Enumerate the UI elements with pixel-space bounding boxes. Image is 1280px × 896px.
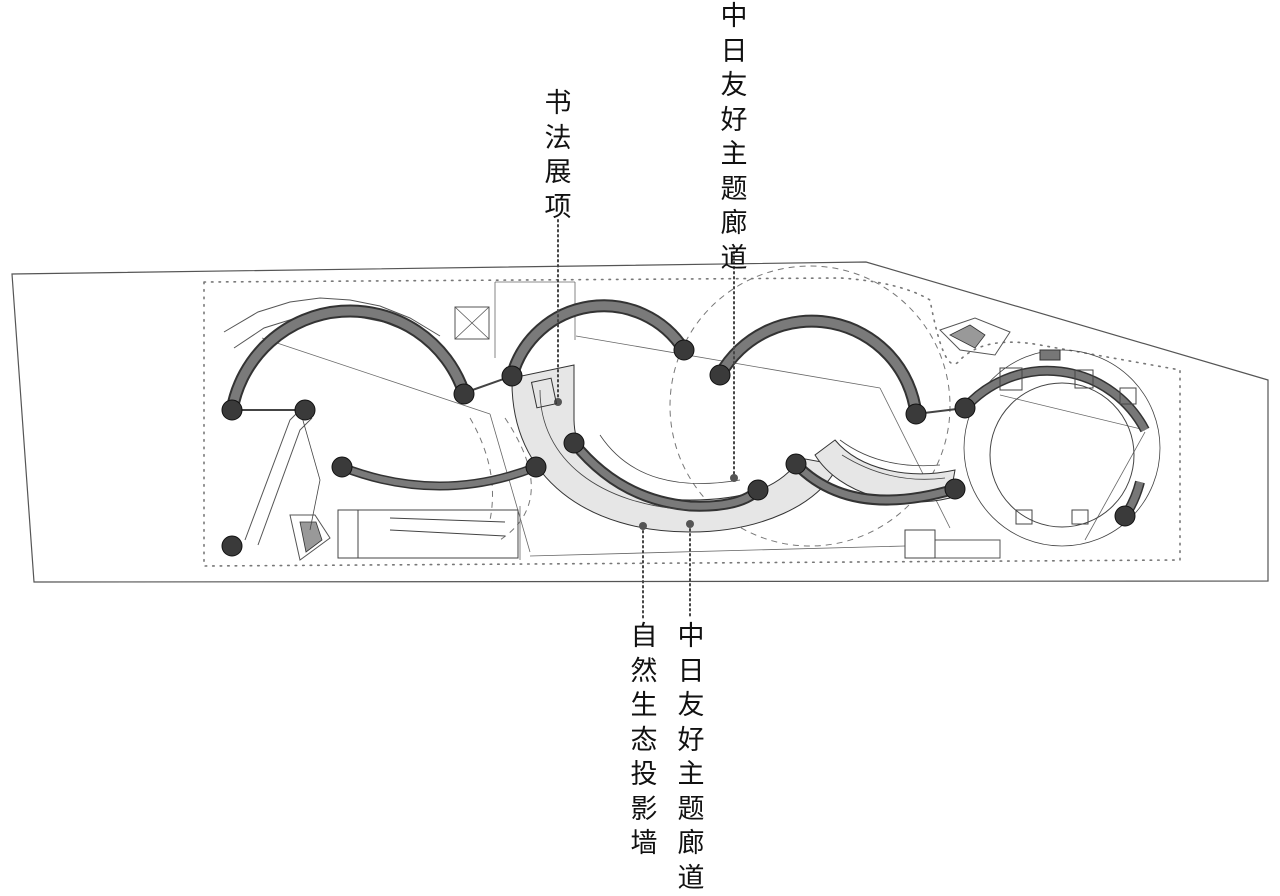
rotunda <box>961 349 1161 547</box>
site-boundary <box>11 261 1269 583</box>
column <box>501 365 523 387</box>
column <box>221 399 243 421</box>
column <box>954 397 976 419</box>
column <box>525 456 547 478</box>
calligraphy-desk <box>530 377 558 409</box>
service-rooms <box>337 509 936 559</box>
dashed-circles <box>469 265 951 547</box>
label-corridor-bottom: 中 日 友 好 主 题 廊 道 <box>677 621 705 894</box>
corridor-inner-lines <box>299 389 946 531</box>
label-calligraphy: 书 法 展 项 <box>544 88 572 223</box>
column <box>785 453 807 475</box>
column <box>905 403 927 425</box>
column <box>747 479 769 501</box>
leader-dots <box>554 398 738 530</box>
curved-walls <box>225 299 966 512</box>
leader-lines <box>557 219 735 619</box>
dotted-building-outline <box>203 277 1181 567</box>
column <box>709 364 731 386</box>
columns <box>221 339 1136 557</box>
structure-lines <box>261 281 1146 560</box>
column <box>331 456 353 478</box>
column <box>221 535 243 557</box>
column <box>453 383 475 405</box>
column <box>1114 505 1136 527</box>
floor-plan <box>11 219 1269 619</box>
column <box>944 478 966 500</box>
column <box>294 399 316 421</box>
column <box>563 432 585 454</box>
column <box>673 339 695 361</box>
label-nature-wall: 自 然 生 态 投 影 墙 <box>630 621 658 859</box>
label-corridor-top: 中 日 友 好 主 题 廊 道 <box>720 1 748 274</box>
